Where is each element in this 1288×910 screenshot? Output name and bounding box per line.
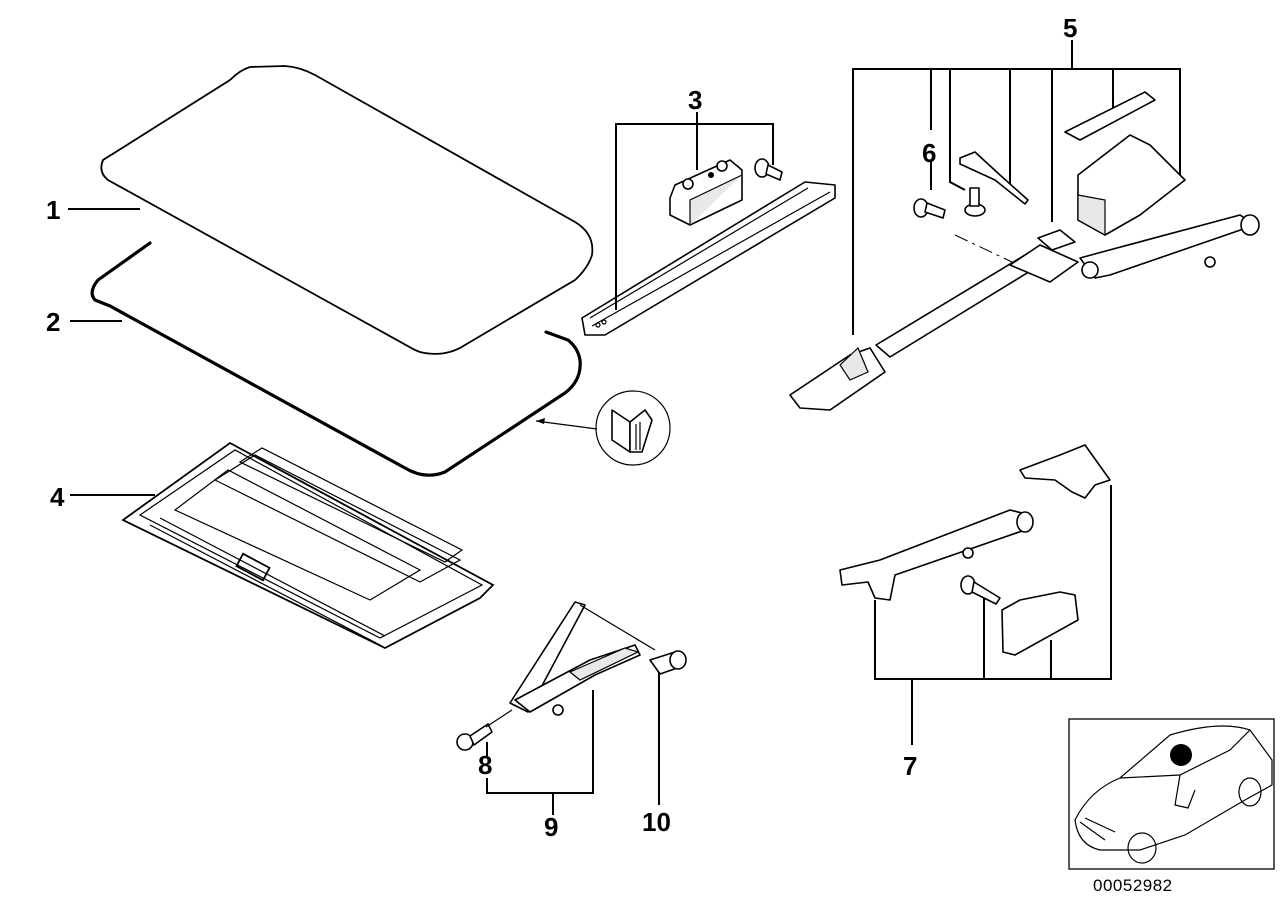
callout-6[interactable]: 6 xyxy=(922,138,937,168)
seal-detail-view[interactable] xyxy=(535,390,671,466)
lever-guide-part[interactable] xyxy=(1001,591,1079,656)
lever-screw-part[interactable] xyxy=(960,575,1001,605)
guide-rail-part[interactable] xyxy=(581,181,836,336)
mechanism-housing-part[interactable] xyxy=(1077,134,1186,237)
callout-4[interactable]: 4 xyxy=(50,482,65,512)
mechanism-link-part[interactable] xyxy=(1064,91,1156,141)
bolt-10-axis xyxy=(579,604,656,651)
callout-10[interactable]: 10 xyxy=(642,807,671,837)
screw-8-part[interactable] xyxy=(456,723,493,751)
slider-block-part[interactable] xyxy=(669,159,743,226)
lever-bracket-part[interactable] xyxy=(1019,444,1111,499)
headliner-panel-part[interactable] xyxy=(121,441,495,650)
bracket-3 xyxy=(615,123,774,310)
mechanism-screw-a-part[interactable] xyxy=(913,198,946,219)
callout-3[interactable]: 3 xyxy=(688,85,703,115)
slider-screw-part[interactable] xyxy=(754,158,783,181)
mechanism-screw-b-part[interactable] xyxy=(964,187,986,217)
callout-9[interactable]: 9 xyxy=(544,812,559,842)
mechanism-clip-part[interactable] xyxy=(959,151,1029,205)
bracket-7 xyxy=(874,485,1112,680)
callout-7[interactable]: 7 xyxy=(903,751,918,781)
locator-thumbnail[interactable] xyxy=(1068,718,1275,870)
bracket-5 xyxy=(852,68,1181,335)
callout-1[interactable]: 1 xyxy=(46,195,61,225)
seal-gasket-part[interactable] xyxy=(90,241,582,477)
bolt-10-part[interactable] xyxy=(649,650,687,675)
callout-2[interactable]: 2 xyxy=(46,307,61,337)
screw-8-axis xyxy=(485,709,513,728)
lever-part[interactable] xyxy=(839,509,1034,601)
bracket-5-branch-a xyxy=(949,69,966,191)
mechanism-slide-shoe-part[interactable] xyxy=(789,346,886,411)
hinge-bracket-part[interactable] xyxy=(509,601,641,716)
reference-number: 00052982 xyxy=(1093,876,1173,895)
callout-8[interactable]: 8 xyxy=(478,750,493,780)
roof-location-marker xyxy=(1170,744,1192,766)
bracket-9 xyxy=(486,690,594,794)
glass-panel-part[interactable] xyxy=(100,65,594,355)
callout-5[interactable]: 5 xyxy=(1063,13,1078,43)
assembly-line xyxy=(954,234,1013,263)
mechanism-arm-part[interactable] xyxy=(875,214,1260,358)
